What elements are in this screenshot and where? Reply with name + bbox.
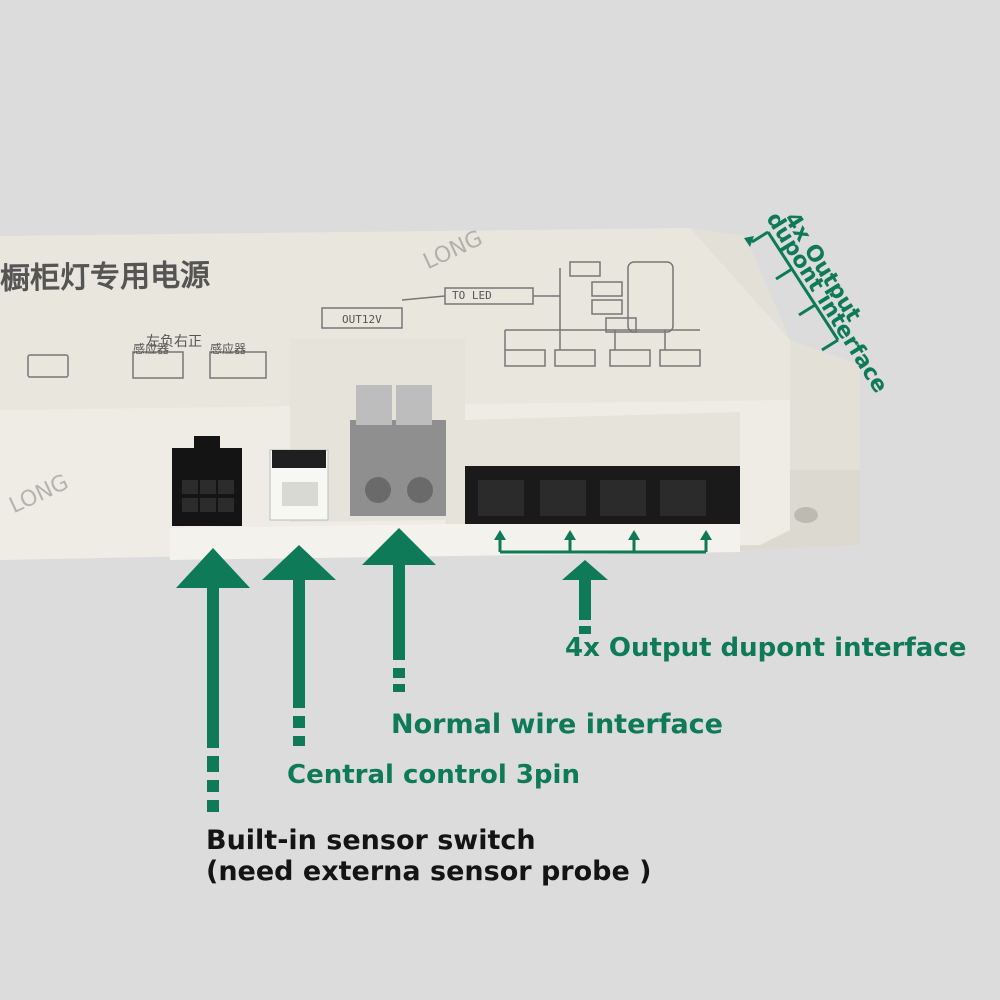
sensor-label-2: 感应器 [210,342,247,356]
sensor-label-line2: (need externa sensor probe ) [206,856,652,887]
output-arrow [562,560,608,634]
mounting-hole [794,507,818,523]
output-bracket [494,530,712,554]
central-control-label: Central control 3pin [287,760,580,790]
normal-wire-arrow [362,528,436,692]
silkscreen-diagram [27,261,701,379]
output-dupont-label: 4x Output dupont interface [565,633,967,663]
side-output-bracket [744,230,840,352]
sensor-label-line1: Built-in sensor switch [206,825,536,856]
central-control-connector [269,449,329,521]
sensor-arrow [176,548,250,812]
connector-ledge [170,520,740,560]
sensor-polarity-note: 左负右正 [146,334,202,350]
dupont-output-connectors [465,466,740,524]
normal-wire-label: Normal wire interface [391,709,723,740]
sensor-connector [172,436,242,526]
wire-terminal [350,385,446,516]
device-title: 橱柜灯专用电源 [0,258,211,297]
to-led-label: TO LED [452,289,492,302]
mounting-flange [690,228,860,540]
out12v-label: OUT12V [342,313,382,326]
sensor-label-1: 感应器 [133,342,170,356]
central-control-arrow [262,545,336,746]
